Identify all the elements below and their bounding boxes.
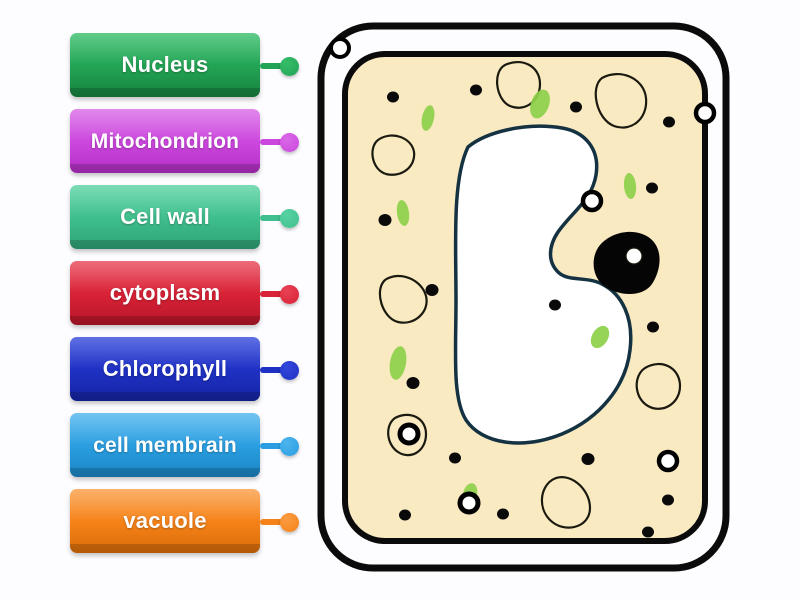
- label-chlorophyll[interactable]: Chlorophyll: [70, 337, 260, 401]
- label-cell-membrain[interactable]: cell membrain: [70, 413, 260, 477]
- organelle-outline: [594, 73, 648, 129]
- granule: [406, 377, 420, 389]
- drop-target-3[interactable]: [580, 189, 604, 213]
- chloroplast: [421, 105, 435, 131]
- label-mitochondrion-text: Mitochondrion: [90, 129, 240, 153]
- pin-knob[interactable]: [280, 361, 299, 380]
- label-pin-mitochondrion: [260, 133, 300, 152]
- organelle-outline: [378, 274, 428, 324]
- pin-knob[interactable]: [280, 285, 299, 304]
- organelle-outline: [496, 60, 542, 109]
- organelle-outline: [635, 362, 682, 410]
- label-cytoplasm-text: cytoplasm: [109, 280, 221, 305]
- label-pin-cell-wall: [260, 209, 300, 228]
- granule: [549, 299, 561, 311]
- pin-stem: [260, 139, 286, 145]
- chloroplast: [590, 325, 610, 349]
- cell-diagram: [300, 0, 800, 600]
- drop-target-5[interactable]: [397, 422, 421, 446]
- label-row-vacuole: vacuole: [70, 489, 320, 560]
- chloroplast: [530, 89, 550, 119]
- label-pin-cell-membrain: [260, 437, 300, 456]
- drop-target-7[interactable]: [457, 491, 481, 515]
- drop-targets[interactable]: [329, 37, 717, 515]
- label-pin-cytoplasm: [260, 285, 300, 304]
- pin-knob[interactable]: [280, 57, 299, 76]
- organelles: [371, 60, 682, 529]
- label-row-mitochondrion: Mitochondrion: [70, 109, 320, 180]
- vacuole: [453, 124, 633, 445]
- organelle-outline: [387, 413, 428, 457]
- label-nucleus-text: Nucleus: [121, 52, 209, 77]
- pin-stem: [260, 215, 286, 221]
- label-cell-wall-text: Cell wall: [120, 204, 210, 229]
- granule: [570, 101, 582, 113]
- granule: [646, 182, 658, 194]
- label-row-cytoplasm: cytoplasm: [70, 261, 320, 332]
- label-mitochondrion[interactable]: Mitochondrion: [70, 109, 260, 173]
- organelle-outline: [371, 134, 416, 176]
- label-row-nucleus: Nucleus: [70, 33, 320, 104]
- granule: [647, 321, 659, 333]
- label-cell-membrain-text: cell membrain: [93, 433, 237, 457]
- label-row-cell-membrain: cell membrain: [70, 413, 320, 484]
- label-row-cell-wall: Cell wall: [70, 185, 320, 256]
- granule: [642, 526, 654, 538]
- label-cell-wall[interactable]: Cell wall: [70, 185, 260, 249]
- pin-stem: [260, 443, 286, 449]
- label-nucleus[interactable]: Nucleus: [70, 33, 260, 97]
- granule: [470, 84, 482, 96]
- label-pin-vacuole: [260, 513, 300, 532]
- pin-stem: [260, 63, 286, 69]
- chloroplast: [389, 346, 407, 380]
- pin-stem: [260, 367, 286, 373]
- pin-knob[interactable]: [280, 209, 299, 228]
- label-vacuole-text: vacuole: [123, 508, 207, 533]
- nucleus: [593, 231, 660, 294]
- label-pin-chlorophyll: [260, 361, 300, 380]
- granule: [581, 453, 595, 465]
- granule: [449, 452, 461, 464]
- granule: [387, 91, 399, 103]
- granule: [497, 508, 509, 520]
- pin-knob[interactable]: [280, 133, 299, 152]
- granule: [399, 509, 411, 521]
- outer-cell-wall: [317, 22, 730, 572]
- chloroplast: [396, 200, 410, 226]
- pin-stem: [260, 519, 286, 525]
- drop-target-6[interactable]: [656, 449, 680, 473]
- granule: [662, 494, 674, 506]
- granule: [663, 116, 675, 128]
- drop-target-1[interactable]: [329, 37, 351, 59]
- label-cytoplasm[interactable]: cytoplasm: [70, 261, 260, 325]
- granules: [378, 84, 675, 538]
- label-list: Nucleus Mitochondrion Cell wall: [70, 33, 320, 565]
- label-pin-nucleus: [260, 57, 300, 76]
- drop-target-2[interactable]: [693, 101, 717, 125]
- pin-stem: [260, 291, 286, 297]
- organelle-outline: [540, 476, 592, 529]
- drop-target-4[interactable]: [625, 247, 643, 265]
- granule: [378, 214, 392, 226]
- chloroplasts: [389, 89, 637, 505]
- label-row-chlorophyll: Chlorophyll: [70, 337, 320, 408]
- chloroplast: [623, 173, 637, 199]
- label-vacuole[interactable]: vacuole: [70, 489, 260, 553]
- pin-knob[interactable]: [280, 513, 299, 532]
- granule: [425, 284, 439, 296]
- pin-knob[interactable]: [280, 437, 299, 456]
- label-chlorophyll-text: Chlorophyll: [102, 356, 228, 381]
